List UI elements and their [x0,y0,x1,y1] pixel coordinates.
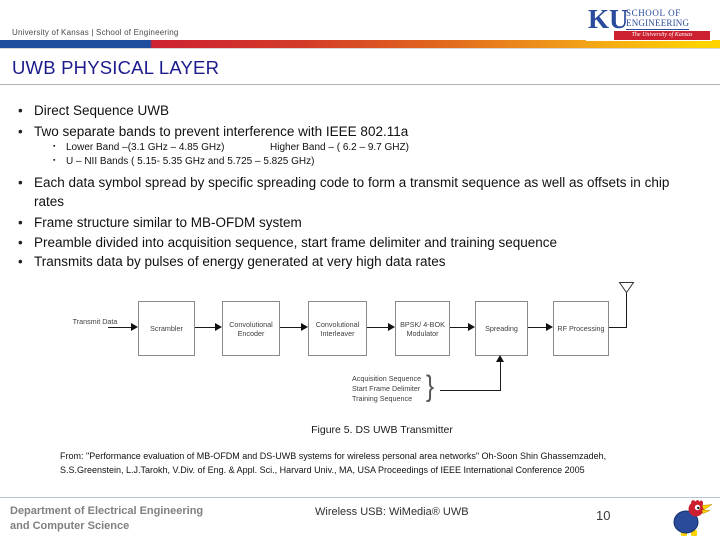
bullet-marker: • [18,215,23,230]
bullet-text: Preamble divided into acquisition sequen… [34,235,558,250]
diagram-block-convolutional-interleaver: Convolutional Interleaver [308,301,367,356]
bullet-marker: • [18,175,23,190]
bullet-preamble: • Preamble divided into acquisition sequ… [18,233,686,252]
subbullet-text-higher-band: Higher Band – ( 6.2 – 9.7 GHZ) [270,142,409,153]
header-gradient-bar [0,40,720,49]
subbullet-unii-bands: ▪ U – NII Bands ( 5.15- 5.35 GHz and 5.7… [53,156,666,167]
footer-department-line2: and Computer Science [10,520,130,532]
flow-arrow-icon [215,323,222,331]
preamble-label: Acquisition Sequence Start Frame Delimit… [352,374,421,404]
page-title: UWB PHYSICAL LAYER [12,57,220,78]
header-institution: University of Kansas | School of Enginee… [12,28,179,37]
footer-department-line1: Department of Electrical Engineering [10,505,204,517]
bullet-direct-sequence: • Direct Sequence UWB [18,101,686,120]
subbullet-text: U – NII Bands ( 5.15- 5.35 GHz and 5.725… [66,156,315,167]
bullet-spreading-code: • Each data symbol spread by specific sp… [18,173,686,211]
bullet-text: Transmits data by pulses of energy gener… [34,254,446,269]
ku-school-line2: ENGINEERING [626,18,690,30]
flow-arrow-icon [468,323,475,331]
diagram-block-scrambler: Scrambler [138,301,195,356]
flow-arrow-icon [301,323,308,331]
footer-department: Department of Electrical Engineering and… [10,504,203,534]
ku-letters: KU [588,4,629,34]
page-number: 10 [596,508,611,523]
flow-line [367,327,389,328]
preamble-line: Training Sequence [352,394,413,403]
bullet-marker: • [18,235,23,250]
preamble-line: Start Frame Delimiter [352,384,421,393]
footer-subject: Wireless USB: WiMedia® UWB [315,506,469,518]
diagram-input-label: Transmit Data [72,317,118,326]
flow-line [108,327,132,328]
antenna-icon [618,282,635,294]
up-arrow-icon [496,355,504,362]
diagram-block-bpsk-4bok-modulator: BPSK/ 4-BOK Modulator [395,301,450,356]
flow-arrow-icon [388,323,395,331]
preamble-line: Acquisition Sequence [352,374,422,383]
preamble-connector [440,390,501,391]
bullet-marker: • [18,254,23,269]
jayhawk-logo-icon [673,500,712,536]
bullet-text: Two separate bands to prevent interferen… [34,124,409,139]
diagram-block-rf-processing: RF Processing [553,301,609,356]
flow-line [280,327,302,328]
bullet-marker: • [18,103,23,118]
flow-arrow-icon [131,323,138,331]
flow-line [450,327,469,328]
ku-school-text: SCHOOL OF ENGINEERING [626,8,690,30]
diagram-block-convolutional-encoder: Convolutional Encoder [222,301,280,356]
subbullet-marker: ▪ [53,157,56,164]
flow-line [195,327,216,328]
preamble-connector [500,362,501,391]
title-divider [0,84,720,85]
flow-line [528,327,547,328]
bullet-text: Frame structure similar to MB-OFDM syste… [34,215,302,230]
ku-school-line1: SCHOOL OF [626,8,681,18]
bullet-marker: • [18,124,23,139]
bullet-text: Direct Sequence UWB [34,103,170,118]
ku-banner: The University of Kansas [614,31,710,40]
subbullet-marker: ▪ [53,143,56,150]
subbullet-band-ranges: ▪ Lower Band –(3.1 GHz – 4.85 GHz) Highe… [53,142,666,153]
diagram-block-spreading: Spreading [475,301,528,356]
antenna-feed-line [626,293,627,328]
figure-caption: Figure 5. DS UWB Transmitter [311,424,453,436]
bullet-text: Each data symbol spread by specific spre… [34,175,670,209]
ku-logo: KU SCHOOL OF ENGINEERING The University … [586,3,712,41]
citation: From: "Performance evaluation of MB-OFDM… [60,451,607,475]
bullet-two-bands: • Two separate bands to prevent interfer… [18,122,686,141]
footer-divider [0,497,720,498]
bullet-frame-structure: • Frame structure similar to MB-OFDM sys… [18,213,686,232]
antenna-feed-line [609,327,627,328]
bullet-pulses: • Transmits data by pulses of energy gen… [18,252,686,271]
subbullet-text-lower-band: Lower Band –(3.1 GHz – 4.85 GHz) [66,142,225,153]
preamble-brace: } [426,370,435,403]
flow-arrow-icon [546,323,553,331]
